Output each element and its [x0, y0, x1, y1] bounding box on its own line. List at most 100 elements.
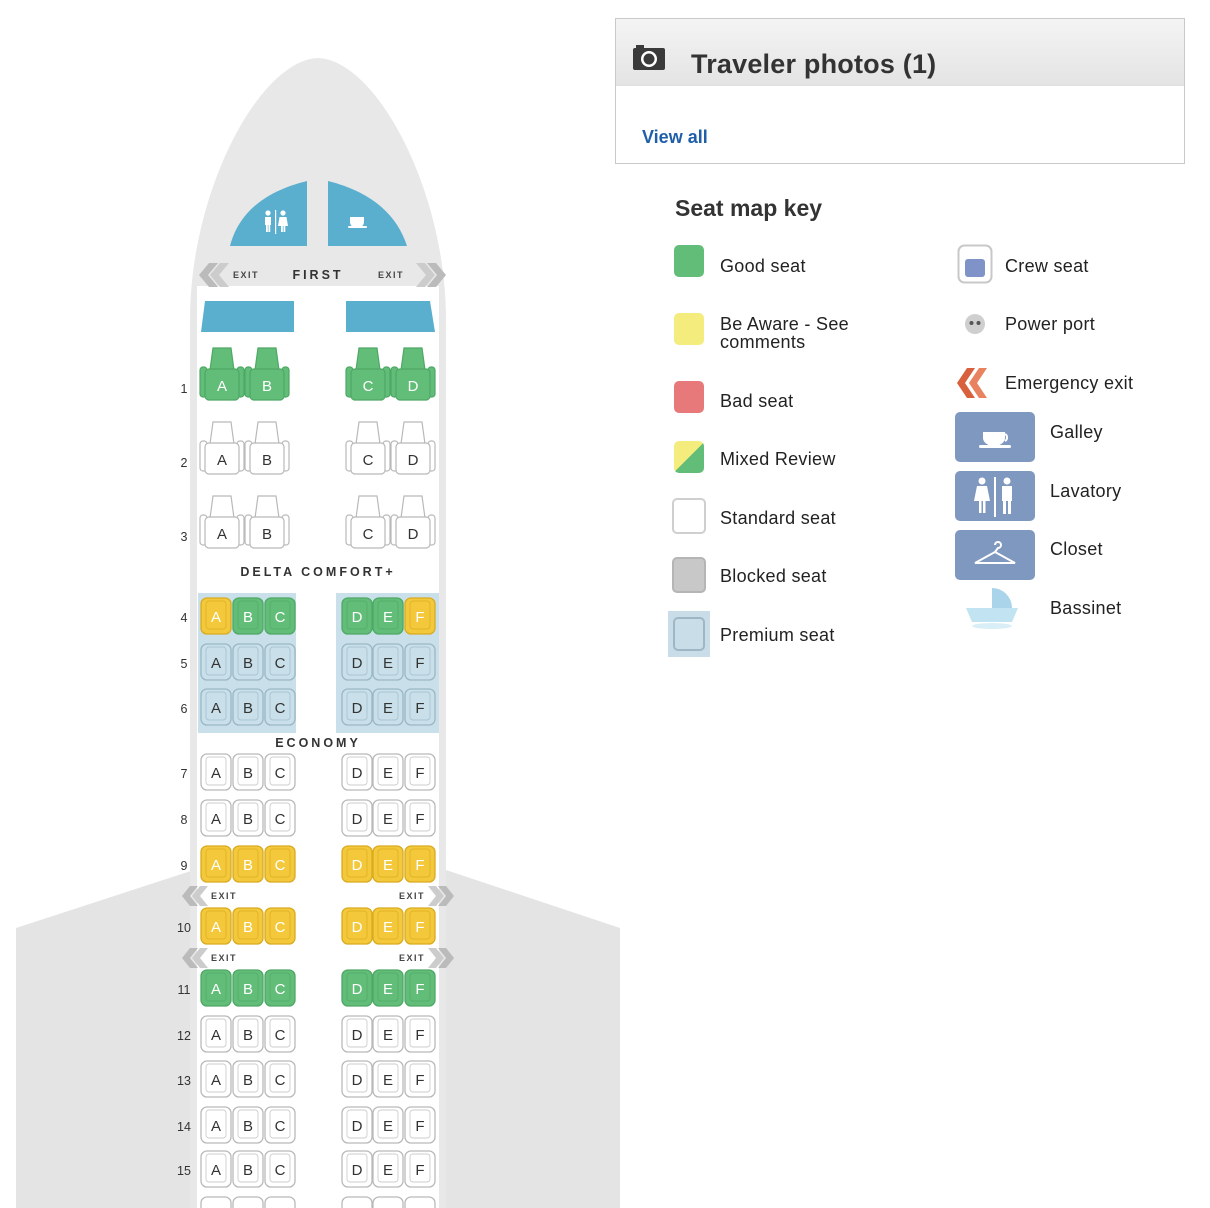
seat-4C[interactable]: C: [264, 597, 296, 635]
seat-6A[interactable]: A: [200, 688, 232, 726]
seat-11E[interactable]: E: [372, 969, 404, 1007]
seat-10F[interactable]: F: [404, 907, 436, 945]
seat-15F[interactable]: F: [404, 1150, 436, 1188]
seat-8D[interactable]: D: [341, 799, 373, 837]
seat-10A[interactable]: A: [200, 907, 232, 945]
economy-cabin-label: ECONOMY: [275, 736, 361, 750]
seat-11C[interactable]: C: [264, 969, 296, 1007]
seat-15D[interactable]: D: [341, 1150, 373, 1188]
seat-7E[interactable]: E: [372, 753, 404, 791]
seat-8F[interactable]: F: [404, 799, 436, 837]
seat-12B[interactable]: B: [232, 1015, 264, 1053]
seat-letter: A: [211, 1027, 221, 1044]
seat-8A[interactable]: A: [200, 799, 232, 837]
seat-4F[interactable]: F: [404, 597, 436, 635]
seat-14E[interactable]: E: [372, 1106, 404, 1144]
seat-15E[interactable]: E: [372, 1150, 404, 1188]
seat-letter: D: [352, 811, 363, 828]
seat-15B[interactable]: B: [232, 1150, 264, 1188]
seat-11A[interactable]: A: [200, 969, 232, 1007]
seat-letter: B: [243, 1027, 253, 1044]
seat-9D[interactable]: D: [341, 845, 373, 883]
exit-marker-front-right[interactable]: EXIT: [378, 263, 446, 287]
seat-6B[interactable]: B: [232, 688, 264, 726]
seat-4B[interactable]: B: [232, 597, 264, 635]
seat-3D[interactable]: D: [390, 495, 436, 549]
exit-marker-row10-left[interactable]: EXIT: [182, 886, 237, 906]
be-aware-swatch: [674, 313, 704, 345]
seat-1C[interactable]: C: [345, 347, 391, 401]
seat-8E[interactable]: E: [372, 799, 404, 837]
seat-15A[interactable]: A: [200, 1150, 232, 1188]
seat-2D[interactable]: D: [390, 421, 436, 475]
exit-marker-row11-right[interactable]: EXIT: [399, 948, 454, 968]
seat-11F[interactable]: F: [404, 969, 436, 1007]
seat-14F[interactable]: F: [404, 1106, 436, 1144]
seat-7F[interactable]: F: [404, 753, 436, 791]
seat-13B[interactable]: B: [232, 1060, 264, 1098]
seat-8B[interactable]: B: [232, 799, 264, 837]
seat-13A[interactable]: A: [200, 1060, 232, 1098]
seat-6C[interactable]: C: [264, 688, 296, 726]
seat-5D[interactable]: D: [341, 643, 373, 681]
seat-12C[interactable]: C: [264, 1015, 296, 1053]
seat-6F[interactable]: F: [404, 688, 436, 726]
seat-6D[interactable]: D: [341, 688, 373, 726]
seat-9B[interactable]: B: [232, 845, 264, 883]
seat-12D[interactable]: D: [341, 1015, 373, 1053]
seat-5A[interactable]: A: [200, 643, 232, 681]
seat-15C[interactable]: C: [264, 1150, 296, 1188]
seat-13C[interactable]: C: [264, 1060, 296, 1098]
exit-marker-row10-right[interactable]: EXIT: [399, 886, 454, 906]
seat-6E[interactable]: E: [372, 688, 404, 726]
seat-3C[interactable]: C: [345, 495, 391, 549]
seat-14B[interactable]: B: [232, 1106, 264, 1144]
exit-marker-front-left[interactable]: EXIT: [199, 263, 259, 287]
seat-4A[interactable]: A: [200, 597, 232, 635]
seat-5C[interactable]: C: [264, 643, 296, 681]
seat-2C[interactable]: C: [345, 421, 391, 475]
seat-1A[interactable]: A: [199, 347, 245, 401]
row-number: 12: [177, 1029, 191, 1043]
seat-10E[interactable]: E: [372, 907, 404, 945]
seat-13F[interactable]: F: [404, 1060, 436, 1098]
seat-5B[interactable]: B: [232, 643, 264, 681]
seat-14D[interactable]: D: [341, 1106, 373, 1144]
seat-9A[interactable]: A: [200, 845, 232, 883]
seat-13D[interactable]: D: [341, 1060, 373, 1098]
seat-1D[interactable]: D: [390, 347, 436, 401]
seat-7B[interactable]: B: [232, 753, 264, 791]
seat-7D[interactable]: D: [341, 753, 373, 791]
seat-10B[interactable]: B: [232, 907, 264, 945]
seat-2B[interactable]: B: [244, 421, 290, 475]
seat-3A[interactable]: A: [199, 495, 245, 549]
seat-9F[interactable]: F: [404, 845, 436, 883]
seat-8C[interactable]: C: [264, 799, 296, 837]
seat-14A[interactable]: A: [200, 1106, 232, 1144]
seat-7A[interactable]: A: [200, 753, 232, 791]
seat-11B[interactable]: B: [232, 969, 264, 1007]
seat-2A[interactable]: A: [199, 421, 245, 475]
seat-10C[interactable]: C: [264, 907, 296, 945]
seat-5E[interactable]: E: [372, 643, 404, 681]
seat-9E[interactable]: E: [372, 845, 404, 883]
seat-7C[interactable]: C: [264, 753, 296, 791]
seat-10D[interactable]: D: [341, 907, 373, 945]
seat-12E[interactable]: E: [372, 1015, 404, 1053]
seat-1B[interactable]: B: [244, 347, 290, 401]
exit-marker-row11-left[interactable]: EXIT: [182, 948, 237, 968]
seat-5F[interactable]: F: [404, 643, 436, 681]
seat-3B[interactable]: B: [244, 495, 290, 549]
seat-4E[interactable]: E: [372, 597, 404, 635]
seat-12F[interactable]: F: [404, 1015, 436, 1053]
seat-14C[interactable]: C: [264, 1106, 296, 1144]
seat-letter: D: [352, 981, 363, 998]
seat-letter: F: [415, 811, 424, 828]
seat-9C[interactable]: C: [264, 845, 296, 883]
view-all-link[interactable]: View all: [642, 127, 708, 147]
seat-4D[interactable]: D: [341, 597, 373, 635]
cabin-floor: [197, 286, 439, 1208]
seat-12A[interactable]: A: [200, 1015, 232, 1053]
seat-11D[interactable]: D: [341, 969, 373, 1007]
seat-13E[interactable]: E: [372, 1060, 404, 1098]
